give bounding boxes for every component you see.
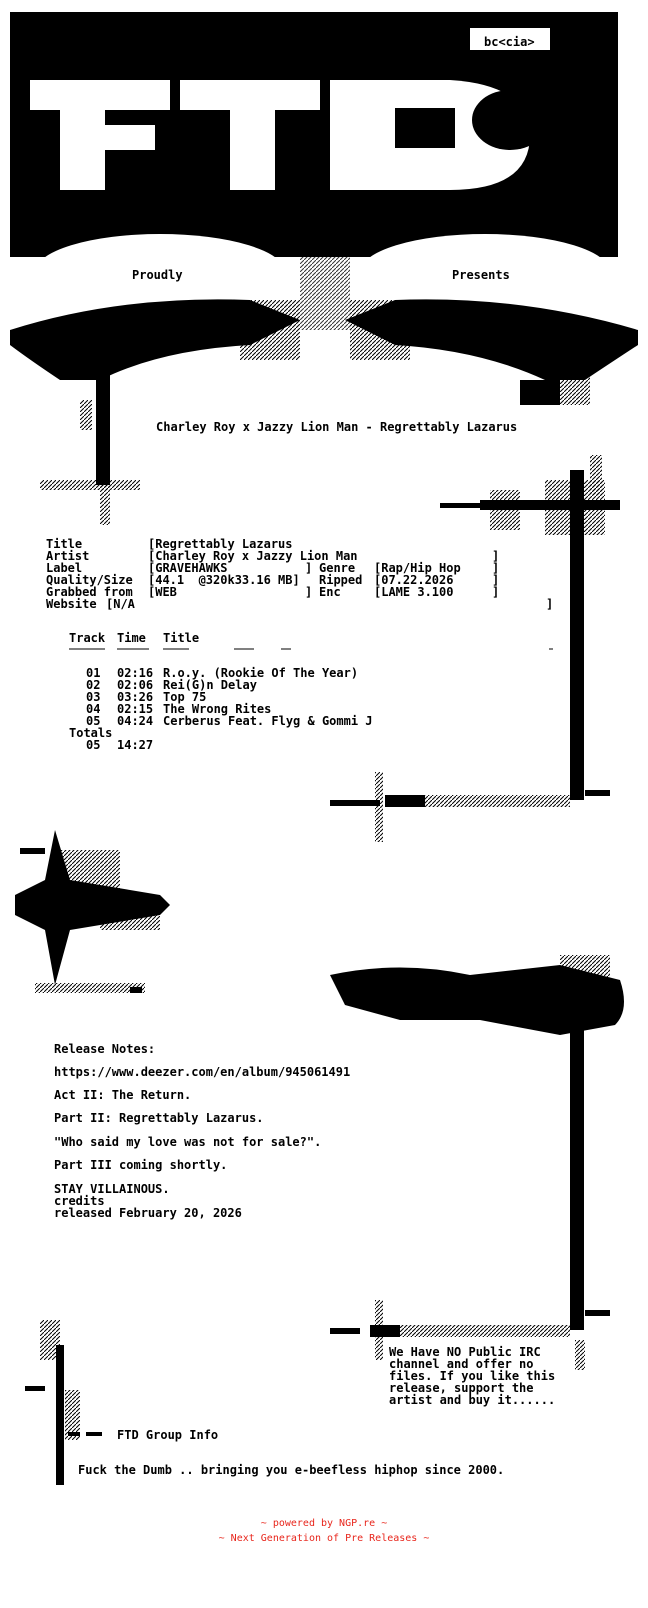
genre-label: Genre — [319, 561, 356, 575]
ascii-art-logo — [10, 12, 638, 1485]
release-title: Charley Roy x Jazzy Lion Man - Regrettab… — [156, 420, 518, 434]
track-title: Top 75 — [163, 690, 207, 704]
cross-right-1 — [440, 455, 620, 800]
notes-heading: Release Notes: — [54, 1042, 156, 1056]
title-value: [Regrettably Lazarus — [148, 537, 293, 551]
col-track: Track — [69, 631, 106, 645]
enc-label: Enc — [319, 585, 341, 599]
track-num: 05 — [86, 714, 101, 728]
track-title: R.o.y. (Rookie Of The Year) — [163, 666, 359, 680]
ripped-value: [07.22.2026 — [374, 573, 454, 587]
track-num: 03 — [86, 690, 101, 704]
notes-part: Part II: Regrettably Lazarus. — [54, 1111, 264, 1125]
notes-next: Part III coming shortly. — [54, 1158, 228, 1172]
irc-line: We Have NO Public IRC — [389, 1345, 541, 1359]
track-title: Cerberus Feat. Flyg & Gommi J — [163, 714, 373, 728]
group-info-label: FTD Group Info — [117, 1428, 219, 1442]
ftd-logo-block — [10, 12, 618, 257]
track-title: Rei(G)n Delay — [163, 678, 257, 692]
irc-line: channel and offer no — [389, 1357, 534, 1371]
artist-value: [Charley Roy x Jazzy Lion Man — [148, 549, 358, 563]
notes-stay: STAY VILLAINOUS. — [54, 1182, 170, 1196]
irc-line: artist and buy it...... — [389, 1393, 556, 1407]
label-label: Label — [46, 561, 83, 575]
irc-line: release, support the — [389, 1381, 534, 1395]
table-rule — [69, 648, 553, 650]
footer-next-gen: ~ Next Generation of Pre Releases ~ — [218, 1533, 430, 1544]
grabbed-label: Grabbed from — [46, 585, 133, 599]
totals-time: 14:27 — [117, 738, 154, 752]
col-title: Title — [163, 631, 200, 645]
website-label: Website — [46, 597, 97, 611]
left-eye-oval — [35, 234, 285, 310]
label-value: [GRAVEHAWKS — [148, 561, 228, 575]
website-value: [N/A — [106, 597, 135, 611]
right-blob — [330, 955, 624, 1330]
quality-value: [44.1 @320k33.16 MB] — [148, 573, 300, 587]
cross-right-2 — [330, 772, 570, 842]
notes-quote: "Who said my love was not for sale?". — [54, 1135, 322, 1149]
ripped-label: Ripped — [319, 573, 363, 587]
presents-text: Presents — [452, 268, 510, 282]
track-title: The Wrong Rites — [163, 702, 272, 716]
track-time: 02:06 — [117, 678, 154, 692]
notes-released: released February 20, 2026 — [54, 1206, 242, 1220]
cross-right-3 — [330, 1300, 585, 1370]
notes-url[interactable]: https://www.deezer.com/en/album/94506149… — [54, 1065, 351, 1079]
artist-label: Artist — [46, 549, 90, 563]
totals-label: Totals — [69, 726, 113, 740]
genre-value: [Rap/Hip Hop — [374, 561, 461, 575]
mask-wings — [10, 250, 638, 405]
track-num: 02 — [86, 678, 101, 692]
grabbed-value: [WEB — [148, 585, 177, 599]
footer-powered[interactable]: ~ powered by NGP.re ~ — [260, 1518, 388, 1529]
nfo-document: bc<cia> Proudly Presents Charley Roy x J… — [10, 12, 638, 1485]
track-num: 01 — [86, 666, 101, 680]
group-motto: Fuck the Dumb .. bringing you e-beefless… — [78, 1463, 505, 1477]
irc-line: files. If you like this — [389, 1369, 556, 1383]
totals-count: 05 — [86, 738, 101, 752]
signature: bc<cia> — [484, 35, 535, 49]
track-time: 02:16 — [117, 666, 154, 680]
quality-label: Quality/Size — [46, 573, 133, 587]
col-time: Time — [117, 631, 146, 645]
proudly-text: Proudly — [132, 268, 183, 282]
notes-act: Act II: The Return. — [54, 1088, 192, 1102]
track-num: 04 — [86, 702, 101, 716]
title-label: Title — [46, 537, 83, 551]
left-star — [15, 830, 170, 993]
cross-left-bottom — [25, 1320, 102, 1485]
right-eye-oval — [360, 234, 610, 310]
track-time: 03:26 — [117, 690, 154, 704]
track-time: 04:24 — [117, 714, 154, 728]
notes-credits: credits — [54, 1194, 105, 1208]
enc-value: [LAME 3.100 — [374, 585, 454, 599]
track-time: 02:15 — [117, 702, 154, 716]
